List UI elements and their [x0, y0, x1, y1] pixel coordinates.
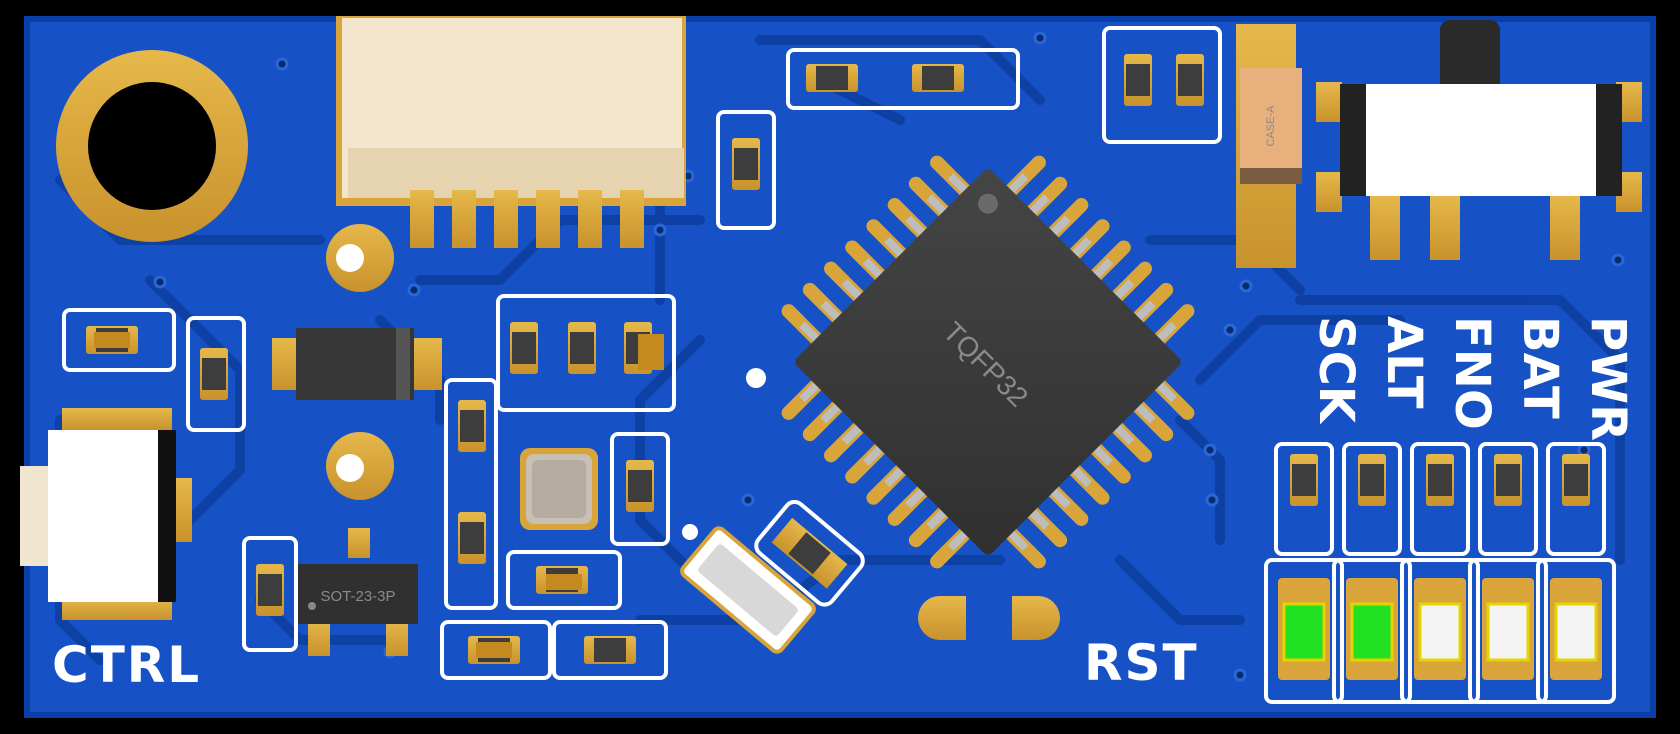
label-sck: SCK [1308, 316, 1364, 425]
status-leds [1264, 558, 1616, 704]
label-rst: RST [1084, 634, 1199, 692]
mounting-hole-icon [56, 50, 248, 242]
pin1-marker [746, 368, 766, 388]
crystal [680, 526, 816, 654]
tantalum-label: CASE-A [1265, 105, 1277, 147]
led-outline [1536, 558, 1616, 704]
transistor: SOT-23-3P [298, 528, 418, 656]
vias [153, 31, 1625, 682]
mcu-pins [781, 155, 1195, 569]
led-green [1282, 602, 1326, 662]
led-white [1418, 602, 1462, 662]
label-bat: BAT [1512, 316, 1568, 419]
led-resistors [1274, 442, 1606, 556]
mcu-chip: TQFP32 [781, 155, 1195, 569]
capacitor [754, 500, 865, 607]
through-hole-pad [326, 224, 394, 500]
led-green [1350, 602, 1394, 662]
led-outline [1332, 558, 1412, 704]
polarity-dot [682, 524, 698, 540]
led-outline [1400, 558, 1480, 704]
fpc-connector-icon [336, 16, 686, 248]
label-fno: FNO [1444, 316, 1500, 430]
label-pwr: PWR [1580, 316, 1636, 441]
label-ctrl: CTRL [52, 636, 201, 694]
slide-switch-icon[interactable] [1316, 20, 1642, 260]
label-alt: ALT [1376, 316, 1432, 409]
sensor-chip [520, 448, 598, 530]
passive-components [62, 26, 1222, 680]
tantalum-capacitor: CASE-A [1236, 24, 1302, 268]
led-white [1554, 602, 1598, 662]
capacitor [94, 332, 664, 658]
tactile-button-icon[interactable] [20, 408, 192, 620]
transistor-label: SOT-23-3P [320, 588, 395, 605]
led-outline [1264, 558, 1344, 704]
led-white [1486, 602, 1530, 662]
reset-jumper[interactable] [918, 596, 1060, 640]
diode [272, 328, 442, 400]
led-outline [1468, 558, 1548, 704]
